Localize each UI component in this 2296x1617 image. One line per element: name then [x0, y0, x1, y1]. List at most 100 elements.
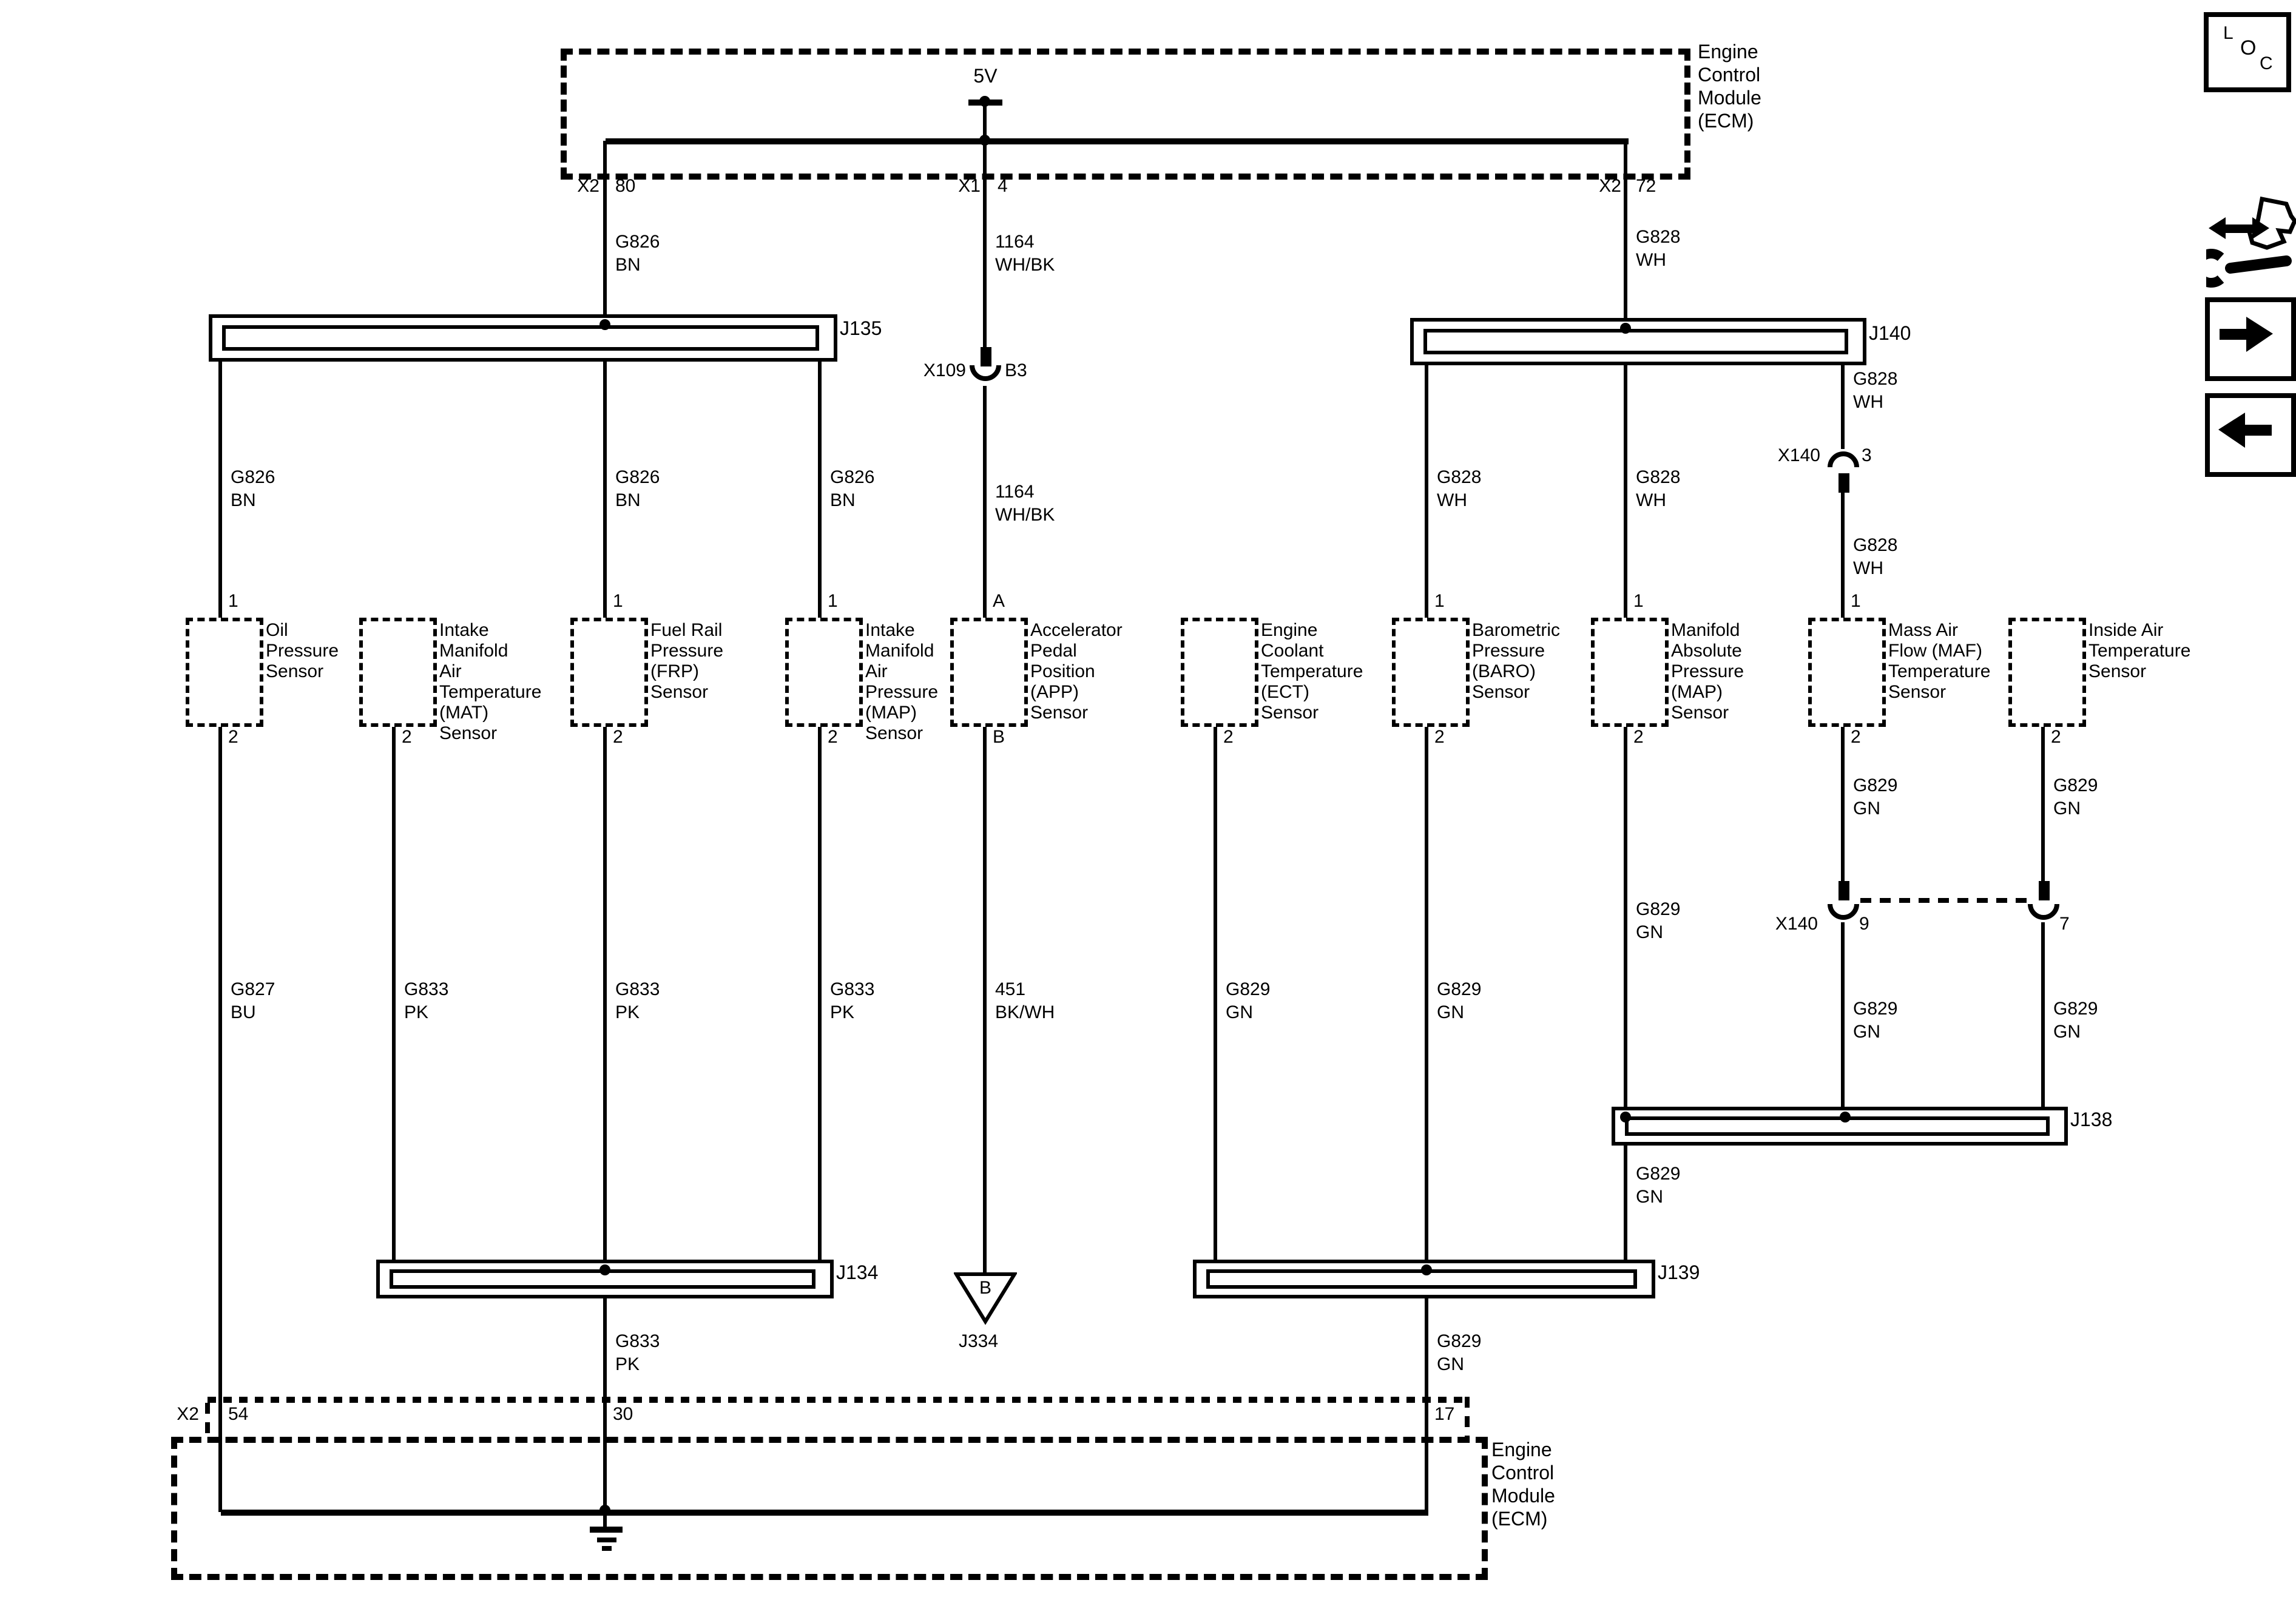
ect-sensor	[1181, 618, 1258, 727]
ground-symbol-icon	[597, 1538, 616, 1542]
ecm-bottom-conn-label: X2	[177, 1404, 199, 1425]
wire-5v-stub	[983, 102, 987, 141]
wire-g829-ect-to-j139	[1214, 720, 1217, 1260]
x140-7-cavity-label: 7	[2059, 914, 2070, 934]
x140-9-cavity-label: 9	[1859, 914, 1869, 934]
sensor-top-pin: 1	[1851, 591, 1861, 612]
sensor-top-pin: A	[993, 591, 1005, 612]
ecm-bottom-connector-dotted-edge	[208, 1397, 1465, 1403]
ecm-pin-x2-80-term: 80	[615, 176, 636, 197]
splice-junction-dot	[1620, 1112, 1631, 1122]
sensor-bottom-pin: B	[993, 727, 1005, 748]
supply-5v-node	[979, 96, 990, 107]
splice-junction-dot	[1840, 1112, 1851, 1122]
sensor-bottom-pin: 2	[228, 727, 238, 748]
ecm-bottom-term-17: 17	[1434, 1404, 1455, 1425]
x140-3-cavity-label: 3	[1862, 445, 1872, 466]
wire-g829-mapabs-to-j138	[1624, 720, 1627, 1107]
forward-arrow-icon	[2220, 317, 2273, 352]
ecm-5v-bus	[606, 138, 1629, 144]
bus-junction-dot	[599, 1505, 610, 1516]
ecm-bottom-x2-separator	[205, 1403, 210, 1434]
ecm-ground-bus	[221, 1510, 1428, 1516]
wire-g833-mat-to-j134	[392, 720, 396, 1260]
ground-symbol-icon	[590, 1527, 623, 1533]
wire-g829-maf-to-x140-9	[1841, 720, 1845, 883]
splice-j138-bar	[1625, 1116, 2050, 1136]
ground-triangle-letter: B	[979, 1278, 991, 1298]
sensor-bottom-pin: 2	[613, 727, 623, 748]
sensor-bottom-pin: 2	[1223, 727, 1234, 748]
back-arrow-icon	[2218, 413, 2272, 448]
splice-j134-label: J134	[836, 1263, 879, 1284]
splice-j138	[1612, 1107, 2068, 1146]
ground-symbol-icon	[602, 1546, 612, 1551]
wire-g829-x140-7-to-j138	[2041, 922, 2045, 1107]
wire-g829-x140-9-to-j138	[1841, 922, 1845, 1107]
wire-451-app-to-j334	[983, 720, 987, 1274]
wire-g826-pin80-to-j135	[603, 141, 607, 314]
wire-g826-j135-to-oil	[218, 354, 222, 618]
wire-g828-j140-to-baro	[1425, 358, 1428, 618]
x140-3-connector-label: X140	[1777, 445, 1820, 466]
app-sensor	[950, 618, 1028, 727]
frp-sensor	[570, 618, 648, 727]
x140-9-connector-label: X140	[1775, 914, 1818, 934]
splice-j140-label: J140	[1869, 324, 1911, 345]
wire-g828-j140-to-x140-3	[1841, 358, 1845, 449]
wire-g833-map-to-j134	[818, 720, 822, 1260]
ecm-pin-x2-72-conn: X2	[1599, 176, 1621, 197]
oil-pressure-sensor	[186, 618, 263, 727]
splice-junction-dot	[1620, 323, 1631, 334]
ecm-bottom-dashed-box	[171, 1437, 1488, 1580]
baro-sensor	[1392, 618, 1470, 727]
loc-letter-l: L	[2223, 23, 2234, 44]
inside-air-temperature-sensor	[2008, 618, 2086, 727]
wire-g828-x140-3-to-maf	[1841, 489, 1845, 618]
ecm-pin-x1-4-term: 4	[998, 176, 1008, 197]
x140-7-male-terminal-icon	[2039, 881, 2050, 900]
wire-1164-x109-to-app	[983, 386, 987, 618]
back-button[interactable]	[2205, 393, 2296, 477]
x109-female-terminal-icon	[970, 365, 1001, 381]
ground-symbol-stem	[603, 1516, 607, 1527]
loc-indicator-button[interactable]: L O C	[2204, 12, 2291, 92]
map-sensor	[785, 618, 863, 727]
ecm-bottom-connector-right-edge	[1465, 1397, 1470, 1437]
harness-repair-icon[interactable]	[2206, 192, 2296, 291]
wire-g829-iat-to-x140-7	[2041, 720, 2045, 883]
forward-button[interactable]	[2205, 297, 2296, 381]
splice-j135-label: J135	[840, 319, 882, 340]
sensor-bottom-pin: 2	[1633, 727, 1644, 748]
loc-letter-c: C	[2260, 53, 2273, 74]
wire-g829-j138-to-j139	[1624, 1138, 1627, 1260]
wire-g826-j135-to-map	[818, 354, 822, 618]
x109-cavity-label: B3	[1005, 360, 1027, 381]
splice-junction-dot	[599, 1264, 610, 1275]
ecm-top-dashed-box	[561, 49, 1690, 180]
splice-j138-label: J138	[2070, 1110, 2113, 1131]
splice-j140	[1410, 318, 1866, 365]
ecm-pin-x2-80-conn: X2	[577, 176, 599, 197]
